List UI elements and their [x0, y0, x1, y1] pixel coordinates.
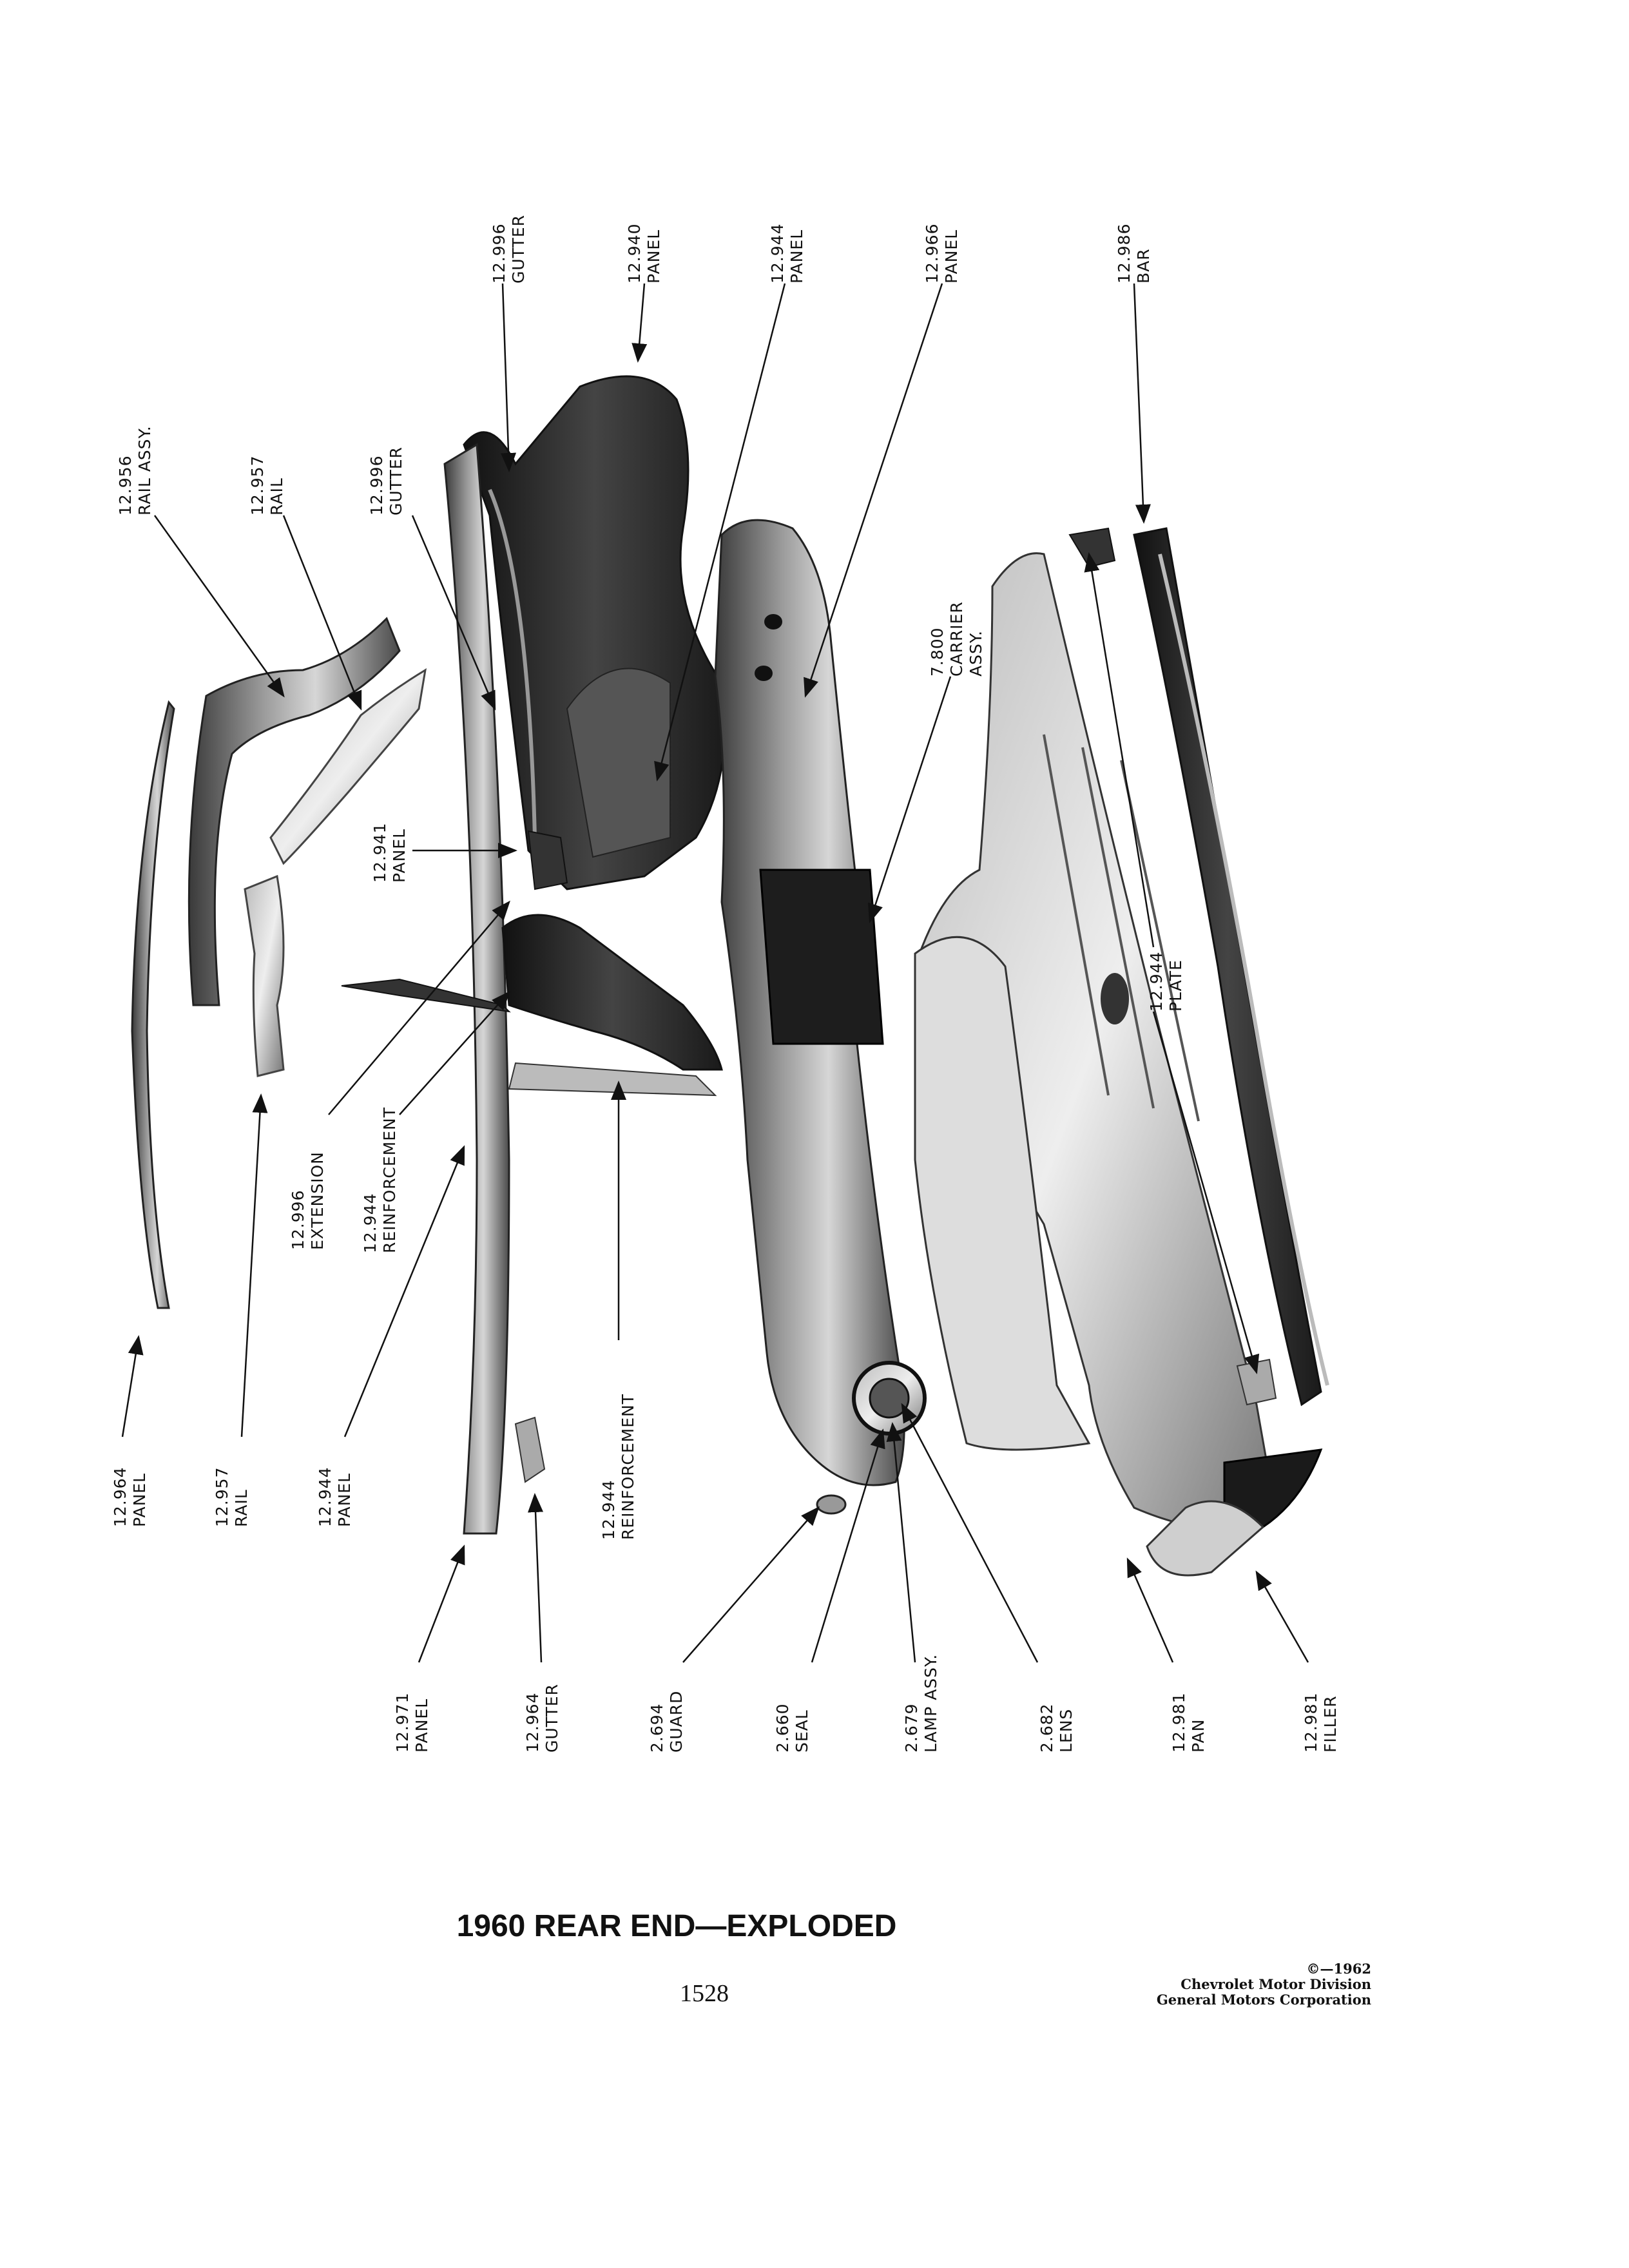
leader-carrier-assy-7800: [868, 676, 952, 923]
label-gutter-12996-mid: 12.996 GUTTER: [367, 447, 405, 515]
part-rail-12957-lower: [244, 874, 285, 1077]
leader-gutter-12964: [528, 1493, 544, 1663]
label-panel-12971: 12.971 PANEL: [393, 1692, 431, 1753]
part-rail-12957-upper: [269, 668, 427, 865]
label-rail-assy-12956: 12.956 RAIL ASSY.: [116, 425, 154, 515]
leader-gutter-12996-top: [501, 283, 517, 472]
label-carrier-assy-7800: 7.800 CARRIER ASSY.: [928, 601, 985, 677]
leader-panel-12966: [804, 283, 943, 698]
label-guard-2694: 2.694 GUARD: [648, 1690, 686, 1753]
leader-filler-12981: [1255, 1570, 1309, 1663]
part-rail-assy-12956: [188, 617, 401, 1006]
leader-plate-12944: [1152, 1011, 1260, 1374]
page-number: 1528: [680, 1980, 729, 2007]
leader-seal-2660: [811, 1428, 885, 1663]
label-pan-12981: 12.981 PAN: [1170, 1692, 1208, 1753]
leader-lens-2682: [901, 1403, 1039, 1663]
leader-rail-12957-top: [282, 515, 362, 711]
figure-title: 1960 REAR END—EXPLODED: [456, 1909, 897, 1943]
part-quarter-panel-12940: [463, 375, 726, 890]
part-long-sill-panel: [443, 443, 510, 1535]
part-inner-panel-12944: [341, 830, 723, 1483]
label-seal-2660: 2.660 SEAL: [773, 1703, 811, 1753]
leader-gutter-12996-mid: [411, 515, 496, 711]
copyright-block: ©—1962 Chevrolet Motor Division General …: [1157, 1961, 1371, 2008]
part-panel-12964-left: [131, 700, 175, 1309]
leader-bar-12986: [1133, 283, 1151, 524]
label-bar-12986: 12.986 BAR: [1115, 223, 1153, 284]
part-rear-panel-12966: [714, 519, 905, 1486]
leader-guard-2694: [682, 1506, 820, 1663]
label-gutter-12964: 12.964 GUTTER: [523, 1684, 561, 1753]
copyright-year: ©—1962: [1306, 1961, 1371, 1977]
leader-rail-12957-bottom: [240, 1093, 268, 1437]
copyright-division: Chevrolet Motor Division: [1181, 1976, 1371, 1992]
label-reinforcement-12944-b: 12.944 REINFORCEMENT: [599, 1393, 637, 1540]
part-bar-12986: [1133, 527, 1329, 1407]
leader-reinforcement-12944-a: [399, 990, 511, 1115]
leader-panel-12944-bottom: [343, 1145, 465, 1437]
label-panel-12944-top: 12.944 PANEL: [768, 223, 806, 284]
label-lens-2682: 2.682 LENS: [1037, 1703, 1075, 1753]
leader-panel-12940: [631, 283, 648, 363]
leader-extension-12996: [328, 900, 510, 1115]
leader-plate-12944-up: [1084, 552, 1155, 948]
label-panel-12941: 12.941 PANEL: [371, 822, 409, 883]
label-panel-12940: 12.940 PANEL: [625, 223, 663, 284]
label-extension-12996: 12.996 EXTENSION: [289, 1151, 327, 1250]
label-panel-12966: 12.966 PANEL: [923, 223, 961, 284]
label-reinforcement-12944-a: 12.944 REINFORCEMENT: [361, 1106, 399, 1253]
label-rail-12957-top: 12.957 RAIL: [248, 455, 286, 515]
leader-lines: [121, 283, 1309, 1663]
label-gutter-12996-top: 12.996 GUTTER: [490, 215, 528, 284]
label-rail-12957-bottom: 12.957 RAIL: [213, 1466, 251, 1527]
label-filler-12981: 12.981 FILLER: [1302, 1692, 1340, 1753]
label-plate-12944: 12.944 PLATE: [1147, 951, 1185, 1012]
label-panel-12964: 12.964 PANEL: [111, 1466, 149, 1527]
leader-pan-12981: [1126, 1557, 1174, 1663]
part-filler-12981: [1146, 1448, 1323, 1577]
leader-panel-12964: [121, 1335, 144, 1437]
label-panel-12944-bottom: 12.944 PANEL: [316, 1466, 354, 1527]
label-lamp-assy-2679: 2.679 LAMP ASSY.: [902, 1653, 940, 1753]
leader-lamp-assy-2679: [886, 1422, 916, 1663]
leader-rail-assy-12956: [153, 515, 285, 698]
copyright-corporation: General Motors Corporation: [1156, 1992, 1371, 2008]
leader-panel-12944-top: [654, 283, 786, 782]
leader-panel-12971: [418, 1544, 465, 1663]
part-floor-pan-12981: [914, 552, 1277, 1530]
